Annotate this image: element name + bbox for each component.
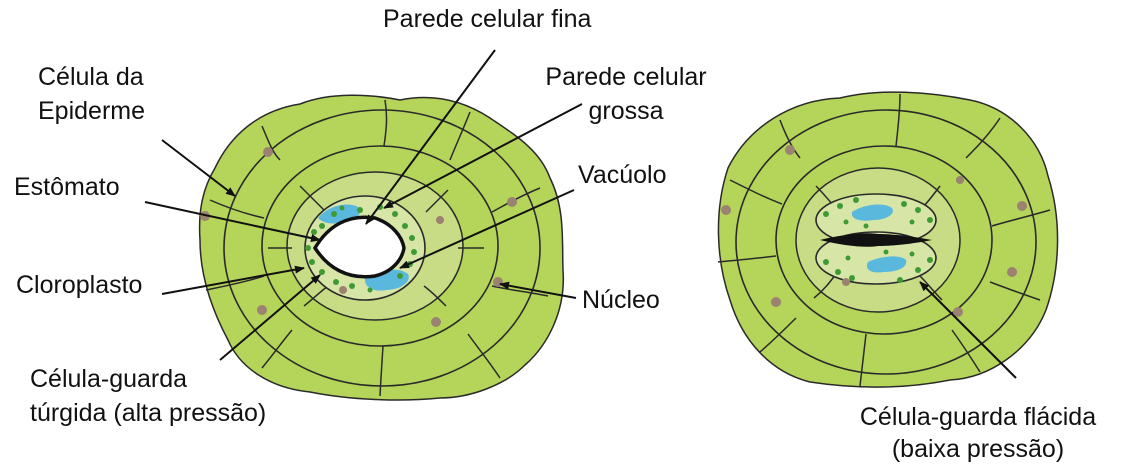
label-celula-guarda-flacida: Célula-guarda flácida [828, 402, 1128, 432]
label-nucleo: Núcleo [582, 285, 660, 315]
open-stoma-tissue [200, 95, 564, 400]
label-baixa-pressao: (baixa pressão) [828, 434, 1128, 464]
closed-stoma-tissue [718, 92, 1058, 387]
label-parede-celular-fina: Parede celular fina [383, 4, 591, 34]
label-parede-celular: Parede celular [542, 62, 710, 92]
label-celula-da: Célula da [38, 62, 144, 92]
label-vacuolo: Vacúolo [578, 160, 667, 190]
label-celula-guarda: Célula-guarda [30, 364, 187, 394]
label-estomato: Estômato [14, 172, 120, 202]
label-grossa: grossa [542, 96, 710, 126]
label-cloroplasto: Cloroplasto [16, 270, 142, 300]
label-turgida: túrgida (alta pressão) [30, 398, 266, 428]
label-epiderme: Epiderme [38, 96, 145, 126]
